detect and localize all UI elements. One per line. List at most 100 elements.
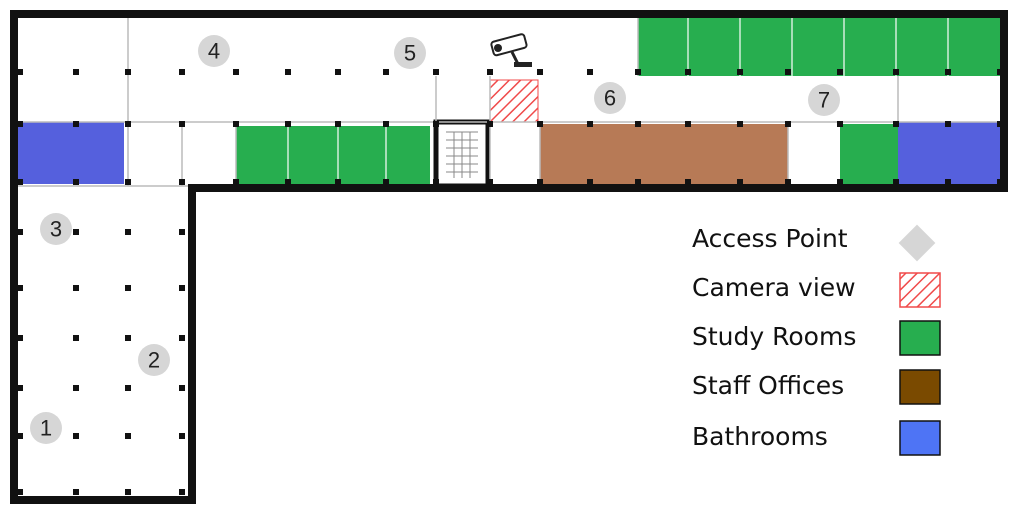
column-dot bbox=[433, 121, 439, 127]
legend-access-point-swatch bbox=[898, 224, 936, 262]
column-dot bbox=[125, 179, 131, 185]
column-dot bbox=[685, 69, 691, 75]
column-dot bbox=[737, 121, 743, 127]
column-dot bbox=[17, 385, 23, 391]
outer-walls bbox=[10, 10, 1008, 504]
column-dot bbox=[433, 69, 439, 75]
security-camera-icon bbox=[490, 33, 532, 67]
column-dot bbox=[785, 69, 791, 75]
camera-view-area bbox=[489, 79, 539, 123]
access-point-3: 3 bbox=[40, 213, 72, 245]
column-dot bbox=[285, 69, 291, 75]
column-dot bbox=[73, 285, 79, 291]
access-point-label: 2 bbox=[148, 348, 160, 373]
access-point-label: 3 bbox=[50, 217, 62, 242]
column-dot bbox=[17, 121, 23, 127]
column-dot bbox=[837, 69, 843, 75]
column-dot bbox=[537, 121, 543, 127]
staff-offices bbox=[540, 124, 788, 186]
column-dot bbox=[737, 69, 743, 75]
access-point-label: 6 bbox=[604, 86, 616, 111]
column-dot bbox=[737, 179, 743, 185]
column-dot bbox=[179, 121, 185, 127]
column-dot bbox=[17, 433, 23, 439]
column-dot bbox=[125, 335, 131, 341]
legend-access-point-label: Access Point bbox=[692, 224, 848, 253]
room-dividers bbox=[287, 18, 949, 184]
column-dot bbox=[233, 69, 239, 75]
column-dot bbox=[179, 489, 185, 495]
column-dot bbox=[285, 121, 291, 127]
column-dot bbox=[17, 489, 23, 495]
column-dot bbox=[487, 69, 493, 75]
column-dot bbox=[685, 121, 691, 127]
column-dot bbox=[233, 179, 239, 185]
legend-bathrooms-swatch bbox=[899, 420, 941, 456]
column-dot bbox=[335, 121, 341, 127]
column-dot bbox=[893, 69, 899, 75]
access-point-marker bbox=[138, 344, 170, 376]
column-dot bbox=[893, 121, 899, 127]
column-dot bbox=[893, 179, 899, 185]
legend-staff-offices-label: Staff Offices bbox=[692, 371, 845, 400]
column-dot bbox=[17, 179, 23, 185]
access-point-marker bbox=[394, 37, 426, 69]
column-dot bbox=[945, 69, 951, 75]
bathroom-east bbox=[898, 122, 1000, 184]
column-dot bbox=[335, 179, 341, 185]
access-point-label: 7 bbox=[818, 88, 830, 113]
access-points: 1 2 3 4 5 6 7 bbox=[30, 35, 840, 444]
column-dot bbox=[285, 179, 291, 185]
legend-bathrooms-label: Bathrooms bbox=[692, 422, 828, 451]
access-point-marker bbox=[808, 84, 840, 116]
access-point-6: 6 bbox=[594, 82, 626, 114]
column-dot bbox=[179, 285, 185, 291]
legend-staff-offices-swatch bbox=[899, 369, 941, 405]
legend-camera-view-label: Camera view bbox=[692, 273, 856, 302]
column-dot bbox=[945, 121, 951, 127]
study-rooms-north bbox=[638, 18, 1000, 76]
column-dot bbox=[383, 179, 389, 185]
column-dot bbox=[179, 433, 185, 439]
column-dot bbox=[587, 121, 593, 127]
access-point-4: 4 bbox=[198, 35, 230, 67]
column-dot bbox=[837, 121, 843, 127]
column-dot bbox=[17, 335, 23, 341]
column-dot bbox=[17, 229, 23, 235]
column-dot bbox=[73, 121, 79, 127]
column-dot bbox=[635, 69, 641, 75]
access-point-label: 1 bbox=[40, 416, 52, 441]
column-dot bbox=[487, 121, 493, 127]
access-point-1: 1 bbox=[30, 412, 62, 444]
column-dot bbox=[17, 285, 23, 291]
column-dot bbox=[785, 121, 791, 127]
column-dot bbox=[73, 385, 79, 391]
column-dot bbox=[125, 121, 131, 127]
column-dot bbox=[587, 179, 593, 185]
legend-study-rooms-swatch bbox=[899, 320, 941, 356]
access-point-label: 5 bbox=[404, 41, 416, 66]
column-dot bbox=[635, 179, 641, 185]
column-dot bbox=[179, 179, 185, 185]
study-rooms-middle bbox=[236, 126, 430, 184]
study-room-east bbox=[840, 124, 898, 186]
column-dot bbox=[487, 179, 493, 185]
column-dot bbox=[179, 69, 185, 75]
legend-study-rooms-label: Study Rooms bbox=[692, 322, 857, 351]
access-point-marker bbox=[594, 82, 626, 114]
access-point-marker bbox=[30, 412, 62, 444]
column-dot bbox=[125, 285, 131, 291]
column-dot bbox=[685, 179, 691, 185]
column-dot bbox=[537, 179, 543, 185]
column-dot bbox=[73, 433, 79, 439]
column-dot bbox=[125, 433, 131, 439]
column-dot bbox=[233, 121, 239, 127]
column-dot bbox=[537, 69, 543, 75]
column-dot bbox=[179, 229, 185, 235]
column-dot bbox=[125, 69, 131, 75]
column-dot bbox=[945, 179, 951, 185]
column-dot bbox=[73, 229, 79, 235]
column-dot bbox=[73, 69, 79, 75]
column-dot bbox=[125, 385, 131, 391]
